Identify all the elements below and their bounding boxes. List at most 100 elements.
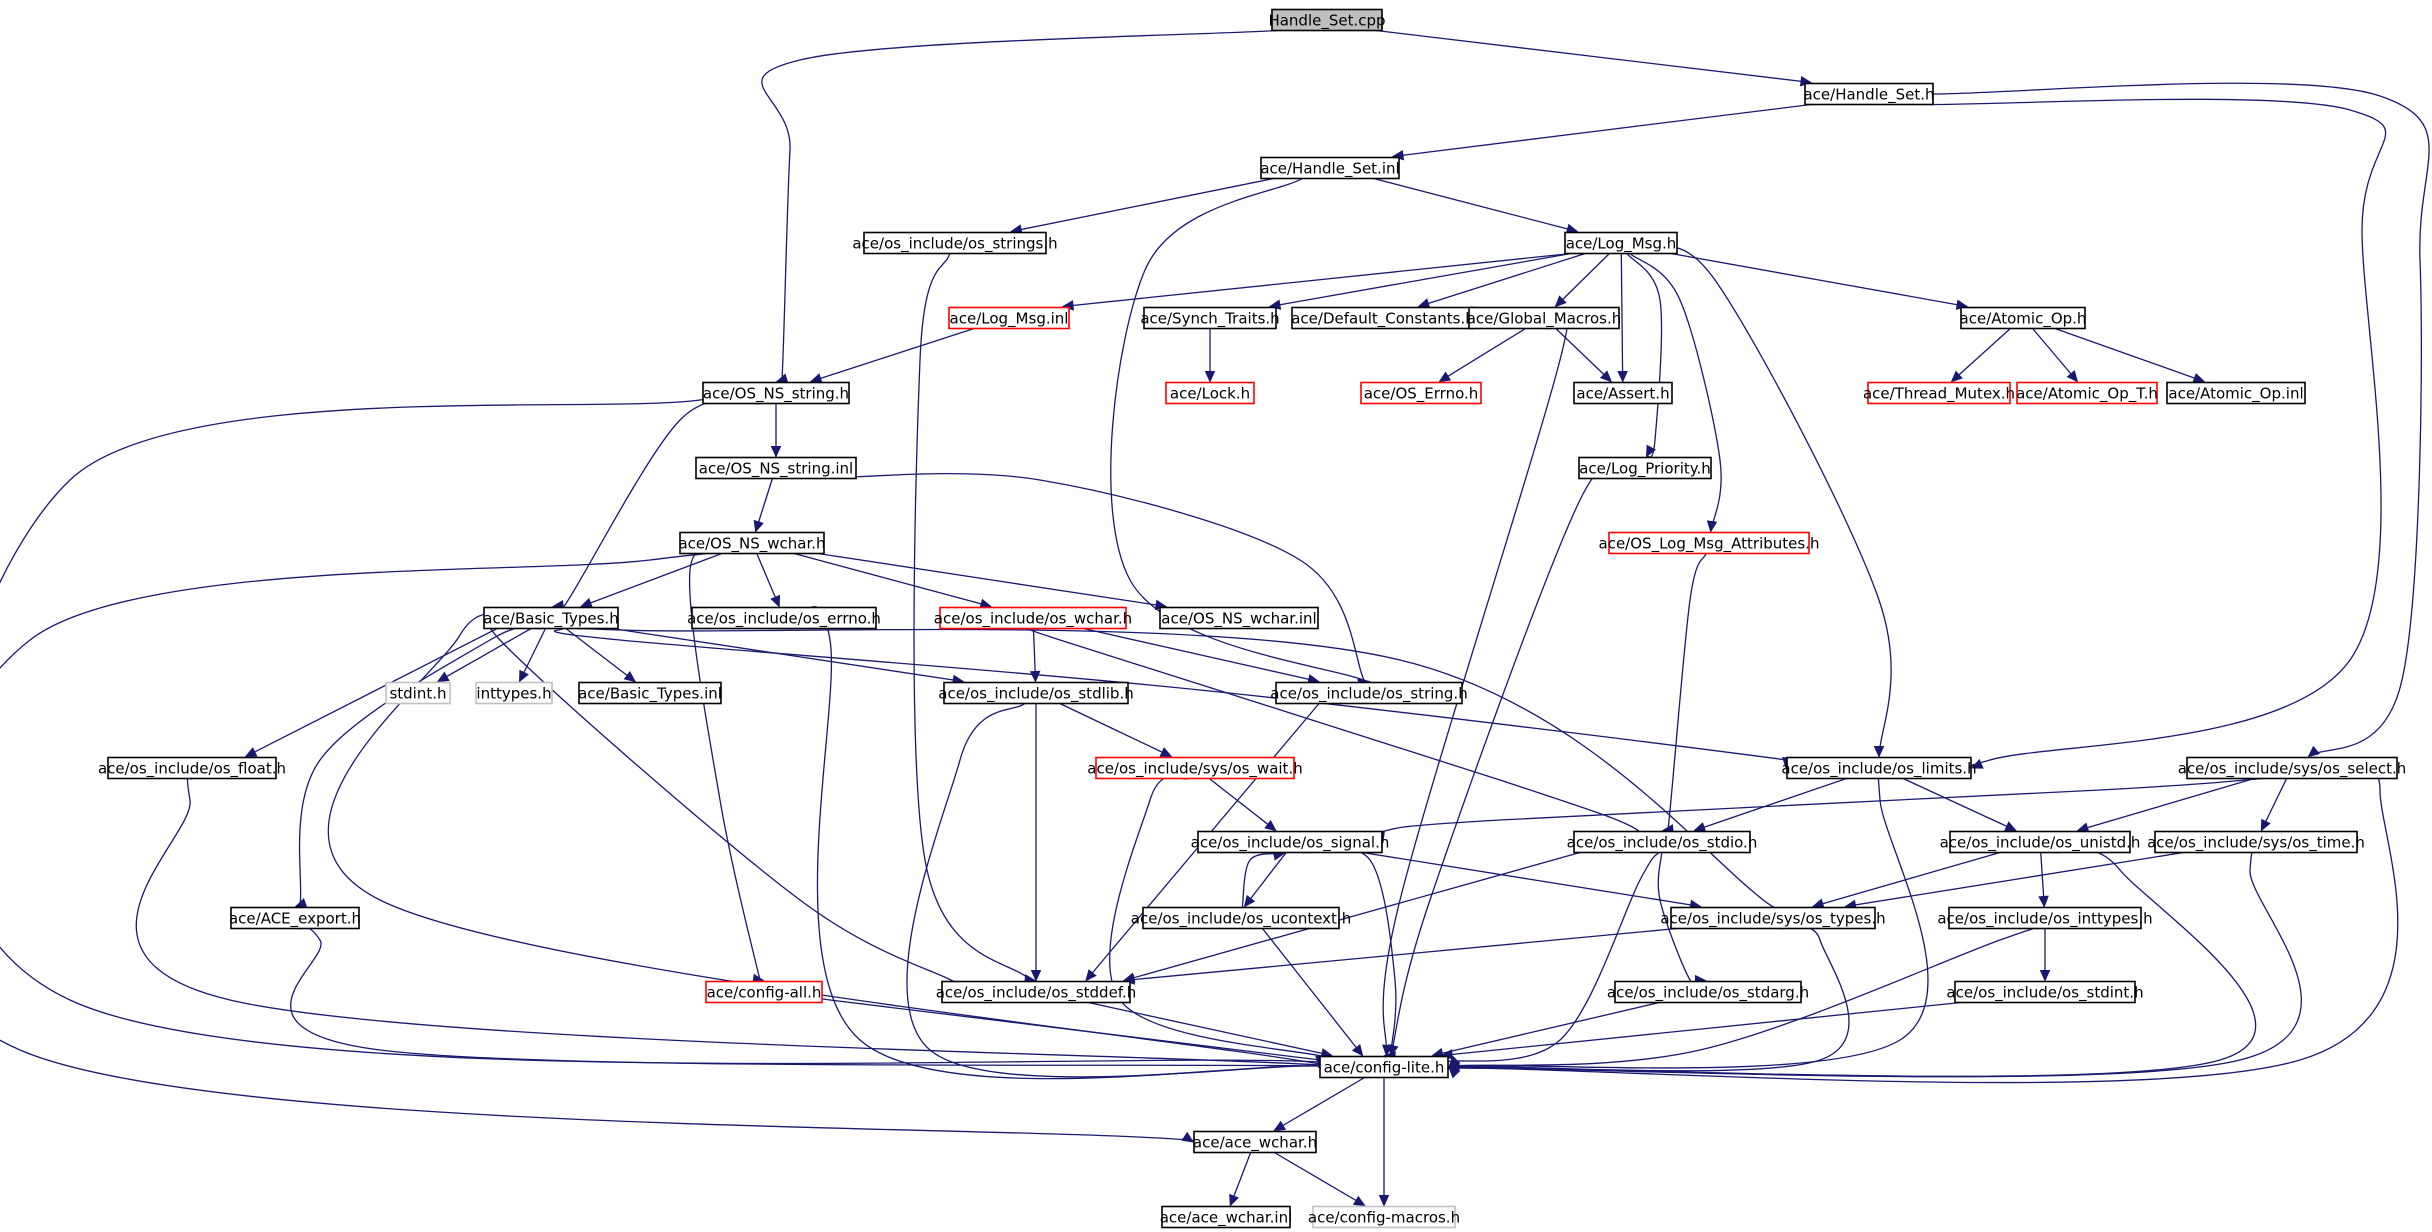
node-box[interactable] (679, 531, 825, 555)
node-os-strings-h[interactable]: ace/os_include/os_strings.h (852, 231, 1058, 255)
node-os-limits-h[interactable]: ace/os_include/os_limits.h (1781, 756, 1977, 780)
node-log-priority-h[interactable]: ace/Log_Priority.h (1578, 456, 1712, 480)
node-box[interactable] (1954, 980, 2136, 1004)
node-box[interactable] (1949, 830, 2131, 854)
node-os-ns-wchar-inl[interactable]: ace/OS_NS_wchar.inl (1159, 606, 1319, 630)
node-box[interactable] (943, 681, 1129, 705)
node-log-msg-h[interactable]: ace/Log_Msg.h (1564, 231, 1678, 255)
node-box[interactable] (1468, 306, 1620, 330)
node-box[interactable] (1573, 830, 1751, 854)
node-os-types-h[interactable]: ace/os_include/sys/os_types.h (1660, 906, 1886, 930)
node-box[interactable] (2154, 830, 2358, 854)
node-os-unistd-h[interactable]: ace/os_include/os_unistd.h (1940, 830, 2141, 854)
node-box[interactable] (483, 606, 619, 630)
node-os-select-h[interactable]: ace/os_include/sys/os_select.h (2178, 756, 2407, 780)
node-box[interactable] (475, 681, 553, 705)
node-config-lite-h[interactable]: ace/config-lite.h (1319, 1055, 1449, 1079)
node-box[interactable] (695, 456, 857, 480)
node-box[interactable] (1360, 381, 1482, 405)
node-box[interactable] (1573, 381, 1673, 405)
node-log-msg-inl[interactable]: ace/Log_Msg.inl (948, 306, 1070, 330)
edge-line (761, 29, 1279, 399)
node-basic-types-h[interactable]: ace/Basic_Types.h (483, 606, 619, 630)
node-box[interactable] (1159, 606, 1319, 630)
node-synch-traits-h[interactable]: ace/Synch_Traits.h (1140, 306, 1280, 330)
node-os-stdint-h[interactable]: ace/os_include/os_stdint.h (1946, 980, 2144, 1004)
node-os-wchar-h[interactable]: ace/os_include/os_wchar.h (934, 606, 1132, 630)
node-box[interactable] (948, 306, 1070, 330)
node-os-ns-string-h[interactable]: ace/OS_NS_string.h (702, 381, 850, 405)
node-box[interactable] (1948, 906, 2142, 930)
node-os-stdarg-h[interactable]: ace/os_include/os_stdarg.h (1607, 980, 1809, 1004)
node-assert-h[interactable]: ace/Assert.h (1573, 381, 1673, 405)
node-box[interactable] (1312, 1205, 1456, 1229)
node-box[interactable] (230, 906, 360, 930)
node-stdint-h[interactable]: stdint.h (385, 681, 451, 705)
node-global-macros-h[interactable]: ace/Global_Macros.h (1467, 306, 1622, 330)
node-box[interactable] (1614, 980, 1802, 1004)
node-lock-h[interactable]: ace/Lock.h (1165, 381, 1255, 405)
node-config-all-h[interactable]: ace/config-all.h (705, 980, 823, 1004)
node-ace-wchar-h[interactable]: ace/ace_wchar.h (1193, 1130, 1317, 1154)
node-basic-types-inl[interactable]: ace/Basic_Types.inl (578, 681, 722, 705)
node-box[interactable] (578, 681, 722, 705)
node-box[interactable] (385, 681, 451, 705)
node-handle-set-cpp[interactable]: Handle_Set.cpp (1268, 8, 1386, 32)
node-box[interactable] (1608, 531, 1810, 555)
node-box[interactable] (1095, 756, 1295, 780)
node-box[interactable] (1786, 756, 1972, 780)
node-box[interactable] (2016, 381, 2158, 405)
node-os-stdio-h[interactable]: ace/os_include/os_stdio.h (1567, 830, 1758, 854)
node-thread-mutex-h[interactable]: ace/Thread_Mutex.h (1863, 381, 2015, 405)
node-box[interactable] (1142, 906, 1340, 930)
node-atomic-op-t-h[interactable]: ace/Atomic_Op_T.h (2016, 381, 2158, 405)
node-os-errno-h[interactable]: ace/OS_Errno.h (1360, 381, 1482, 405)
node-box[interactable] (1564, 231, 1678, 255)
node-ace-export-h[interactable]: ace/ACE_export.h (229, 906, 361, 930)
node-os-stddef-h[interactable]: ace/os_include/os_stddef.h (936, 980, 1137, 1004)
node-box[interactable] (1271, 8, 1383, 32)
node-os-log-msg-attributes-h[interactable]: ace/OS_Log_Msg_Attributes.h (1599, 531, 1820, 555)
node-default-constants-h[interactable]: ace/Default_Constants.h (1291, 306, 1475, 330)
node-box[interactable] (939, 606, 1127, 630)
node-handle-set-h[interactable]: ace/Handle_Set.h (1803, 82, 1935, 106)
node-box[interactable] (1960, 306, 2086, 330)
node-os-signal-h[interactable]: ace/os_include/os_signal.h (1191, 830, 1390, 854)
node-box[interactable] (1578, 456, 1712, 480)
node-box[interactable] (941, 980, 1131, 1004)
node-box[interactable] (1161, 1205, 1291, 1229)
node-box[interactable] (1165, 381, 1255, 405)
node-box[interactable] (705, 980, 823, 1004)
node-box[interactable] (1260, 156, 1400, 180)
node-box[interactable] (1867, 381, 2011, 405)
node-os-errno-inc-h[interactable]: ace/os_include/os_errno.h (687, 606, 881, 630)
node-box[interactable] (1193, 1130, 1317, 1154)
node-box[interactable] (1804, 82, 1934, 106)
node-box[interactable] (863, 231, 1047, 255)
node-box[interactable] (691, 606, 877, 630)
node-os-string-h[interactable]: ace/os_include/os_string.h (1270, 681, 1468, 705)
node-os-ns-string-inl[interactable]: ace/OS_NS_string.inl (695, 456, 857, 480)
node-box[interactable] (1319, 1055, 1449, 1079)
node-os-float-h[interactable]: ace/os_include/os_float.h (98, 756, 286, 780)
node-atomic-op-inl[interactable]: ace/Atomic_Op.inl (2166, 381, 2306, 405)
node-box[interactable] (702, 381, 850, 405)
node-box[interactable] (2186, 756, 2398, 780)
node-atomic-op-h[interactable]: ace/Atomic_Op.h (1960, 306, 2087, 330)
node-inttypes-h[interactable]: inttypes.h (475, 681, 553, 705)
node-config-macros-h[interactable]: ace/config-macros.h (1308, 1205, 1460, 1229)
node-ace-wchar-inl[interactable]: ace/ace_wchar.inl (1160, 1205, 1293, 1229)
node-box[interactable] (1197, 830, 1383, 854)
node-os-inttypes-h[interactable]: ace/os_include/os_inttypes.h (1937, 906, 2153, 930)
node-os-ns-wchar-h[interactable]: ace/OS_NS_wchar.h (678, 531, 826, 555)
node-box[interactable] (2166, 381, 2306, 405)
node-os-stdlib-h[interactable]: ace/os_include/os_stdlib.h (938, 681, 1134, 705)
node-box[interactable] (1143, 306, 1277, 330)
node-box[interactable] (1670, 906, 1876, 930)
node-box[interactable] (107, 756, 277, 780)
node-box[interactable] (1275, 681, 1463, 705)
node-os-time-h[interactable]: ace/os_include/sys/os_time.h (2147, 830, 2365, 854)
node-handle-set-inl[interactable]: ace/Handle_Set.inl (1260, 156, 1400, 180)
node-os-wait-h[interactable]: ace/os_include/sys/os_wait.h (1087, 756, 1303, 780)
node-os-ucontext-h[interactable]: ace/os_include/os_ucontext.h (1131, 906, 1351, 930)
